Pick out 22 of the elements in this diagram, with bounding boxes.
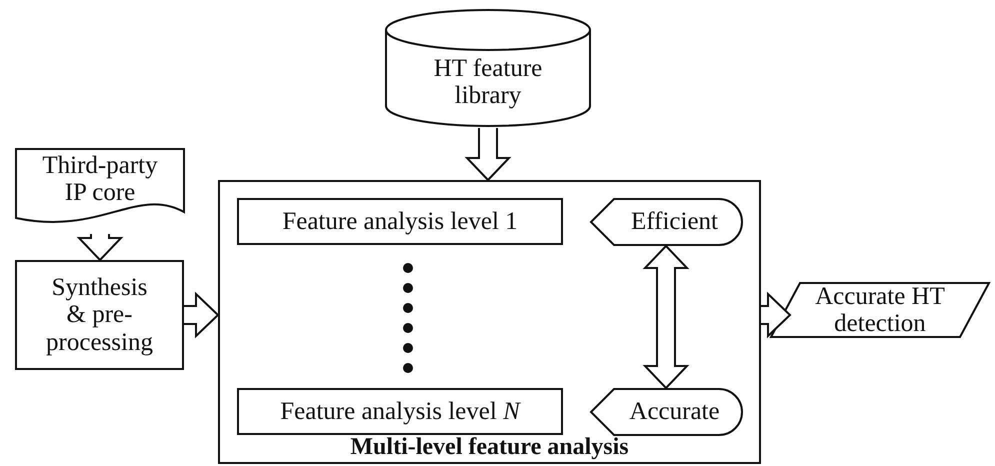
node-label: Accurate bbox=[629, 398, 720, 426]
group-frame bbox=[218, 180, 761, 464]
process-box bbox=[237, 388, 563, 435]
block-arrow bbox=[642, 244, 690, 390]
node-label: Accurate HT detection bbox=[814, 282, 946, 338]
display-shape bbox=[590, 198, 743, 246]
block-arrow bbox=[183, 292, 220, 338]
frame-title: Multi-level feature analysis bbox=[350, 434, 629, 460]
node-label: Feature analysis level N bbox=[280, 398, 520, 426]
node-label: HT feature library bbox=[432, 54, 544, 110]
block-arrow bbox=[464, 127, 512, 182]
node-label: Synthesis & pre-processing bbox=[45, 274, 154, 356]
process-box bbox=[15, 260, 184, 370]
node-label: Efficient bbox=[631, 208, 718, 236]
block-arrow bbox=[76, 233, 124, 262]
database-cylinder bbox=[385, 8, 591, 128]
display-shape bbox=[590, 388, 743, 436]
block-arrow bbox=[760, 292, 792, 338]
node-label: Third-party IP core bbox=[41, 152, 159, 206]
node-label: Feature analysis level 1 bbox=[282, 208, 518, 236]
output-parallelogram bbox=[770, 282, 990, 338]
process-box bbox=[237, 198, 563, 245]
